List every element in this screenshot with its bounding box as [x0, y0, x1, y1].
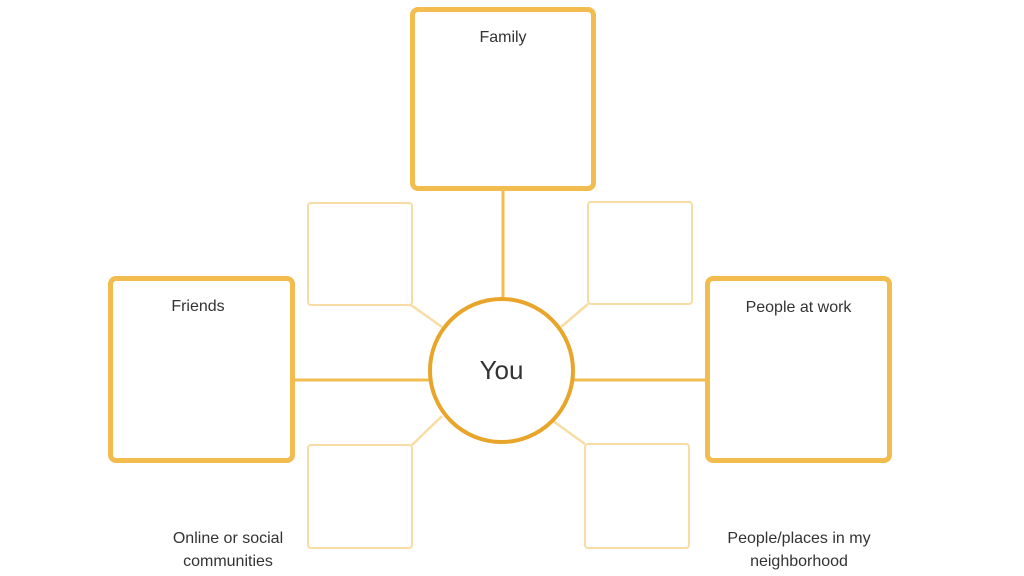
center-label: You [479, 355, 524, 385]
neighborhood-line-1: People/places in my [727, 530, 871, 547]
family-box [410, 7, 596, 191]
bottom-right-box [584, 443, 690, 549]
neighborhood-line-2: neighborhood [750, 553, 848, 570]
center-circle: You [428, 297, 575, 444]
bottom-left-box [307, 444, 413, 549]
connector-bottom-left [410, 415, 443, 447]
work-label: People at work [745, 299, 852, 316]
top-left-box [307, 202, 413, 306]
connector-top-left [410, 303, 443, 329]
connector-top-right [560, 303, 589, 328]
friends-box [108, 276, 295, 463]
online-communities-line-1: Online or social [172, 530, 284, 547]
online-communities-label: Online or social communities [150, 527, 306, 573]
top-right-box [587, 201, 693, 305]
work-box [705, 276, 892, 463]
neighborhood-label: People/places in my neighborhood [705, 527, 893, 573]
family-label: Family [479, 29, 527, 46]
friends-label: Friends [171, 298, 225, 315]
online-communities-line-2: communities [183, 553, 273, 570]
connector-bottom-right [552, 419, 586, 446]
